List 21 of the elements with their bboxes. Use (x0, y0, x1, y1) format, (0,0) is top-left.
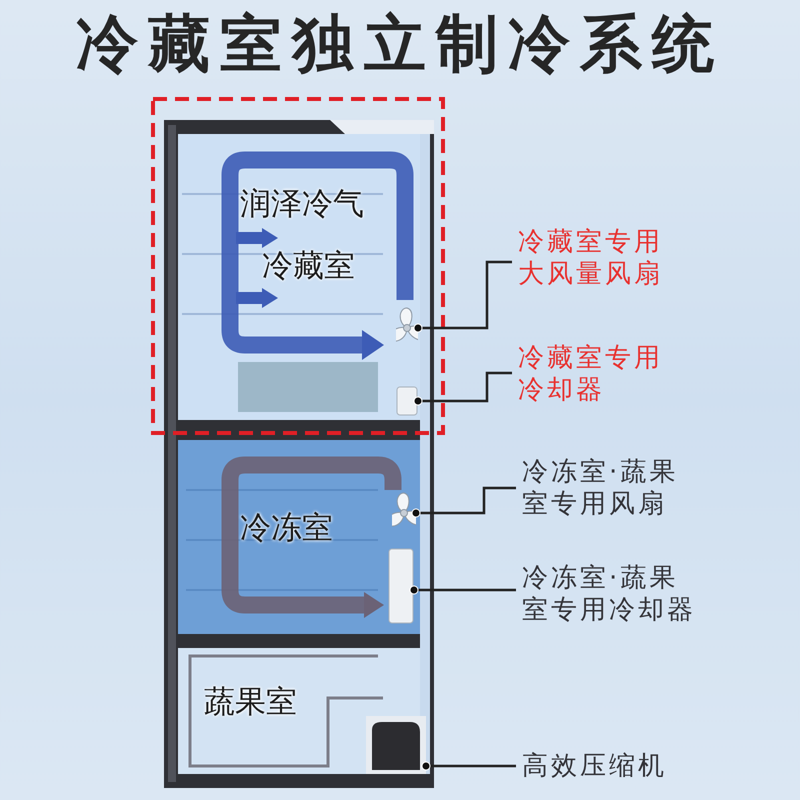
leader-line (414, 372, 512, 406)
compartment-label: 润泽冷气 (240, 186, 364, 222)
callout-text: 冷藏室专用冷却器 (518, 342, 678, 406)
leader-line (410, 586, 516, 594)
leader-line (422, 762, 516, 770)
cooler-unit (388, 548, 414, 624)
callout-text: 高效压缩机 (522, 750, 722, 782)
compartment-label: 蔬果室 (204, 684, 297, 720)
leader-line (412, 486, 516, 518)
cooler-unit (396, 386, 418, 416)
compartment-label: 冷藏室 (262, 248, 355, 284)
callout-text: 冷藏室专用大风量风扇 (518, 226, 678, 290)
title: 冷藏室独立制冷系统 (75, 6, 725, 82)
vegetable-compartment (178, 648, 420, 774)
compartment-label: 冷冻室 (240, 510, 333, 546)
freezer-compartment (178, 440, 420, 634)
compressor-icon (366, 716, 426, 774)
callout-text: 冷冻室·蔬果室专用风扇 (522, 456, 702, 520)
leader-line (414, 260, 512, 332)
refrigerator-compartment (178, 134, 420, 420)
callout-text: 冷冻室·蔬果室专用冷却器 (522, 562, 702, 626)
